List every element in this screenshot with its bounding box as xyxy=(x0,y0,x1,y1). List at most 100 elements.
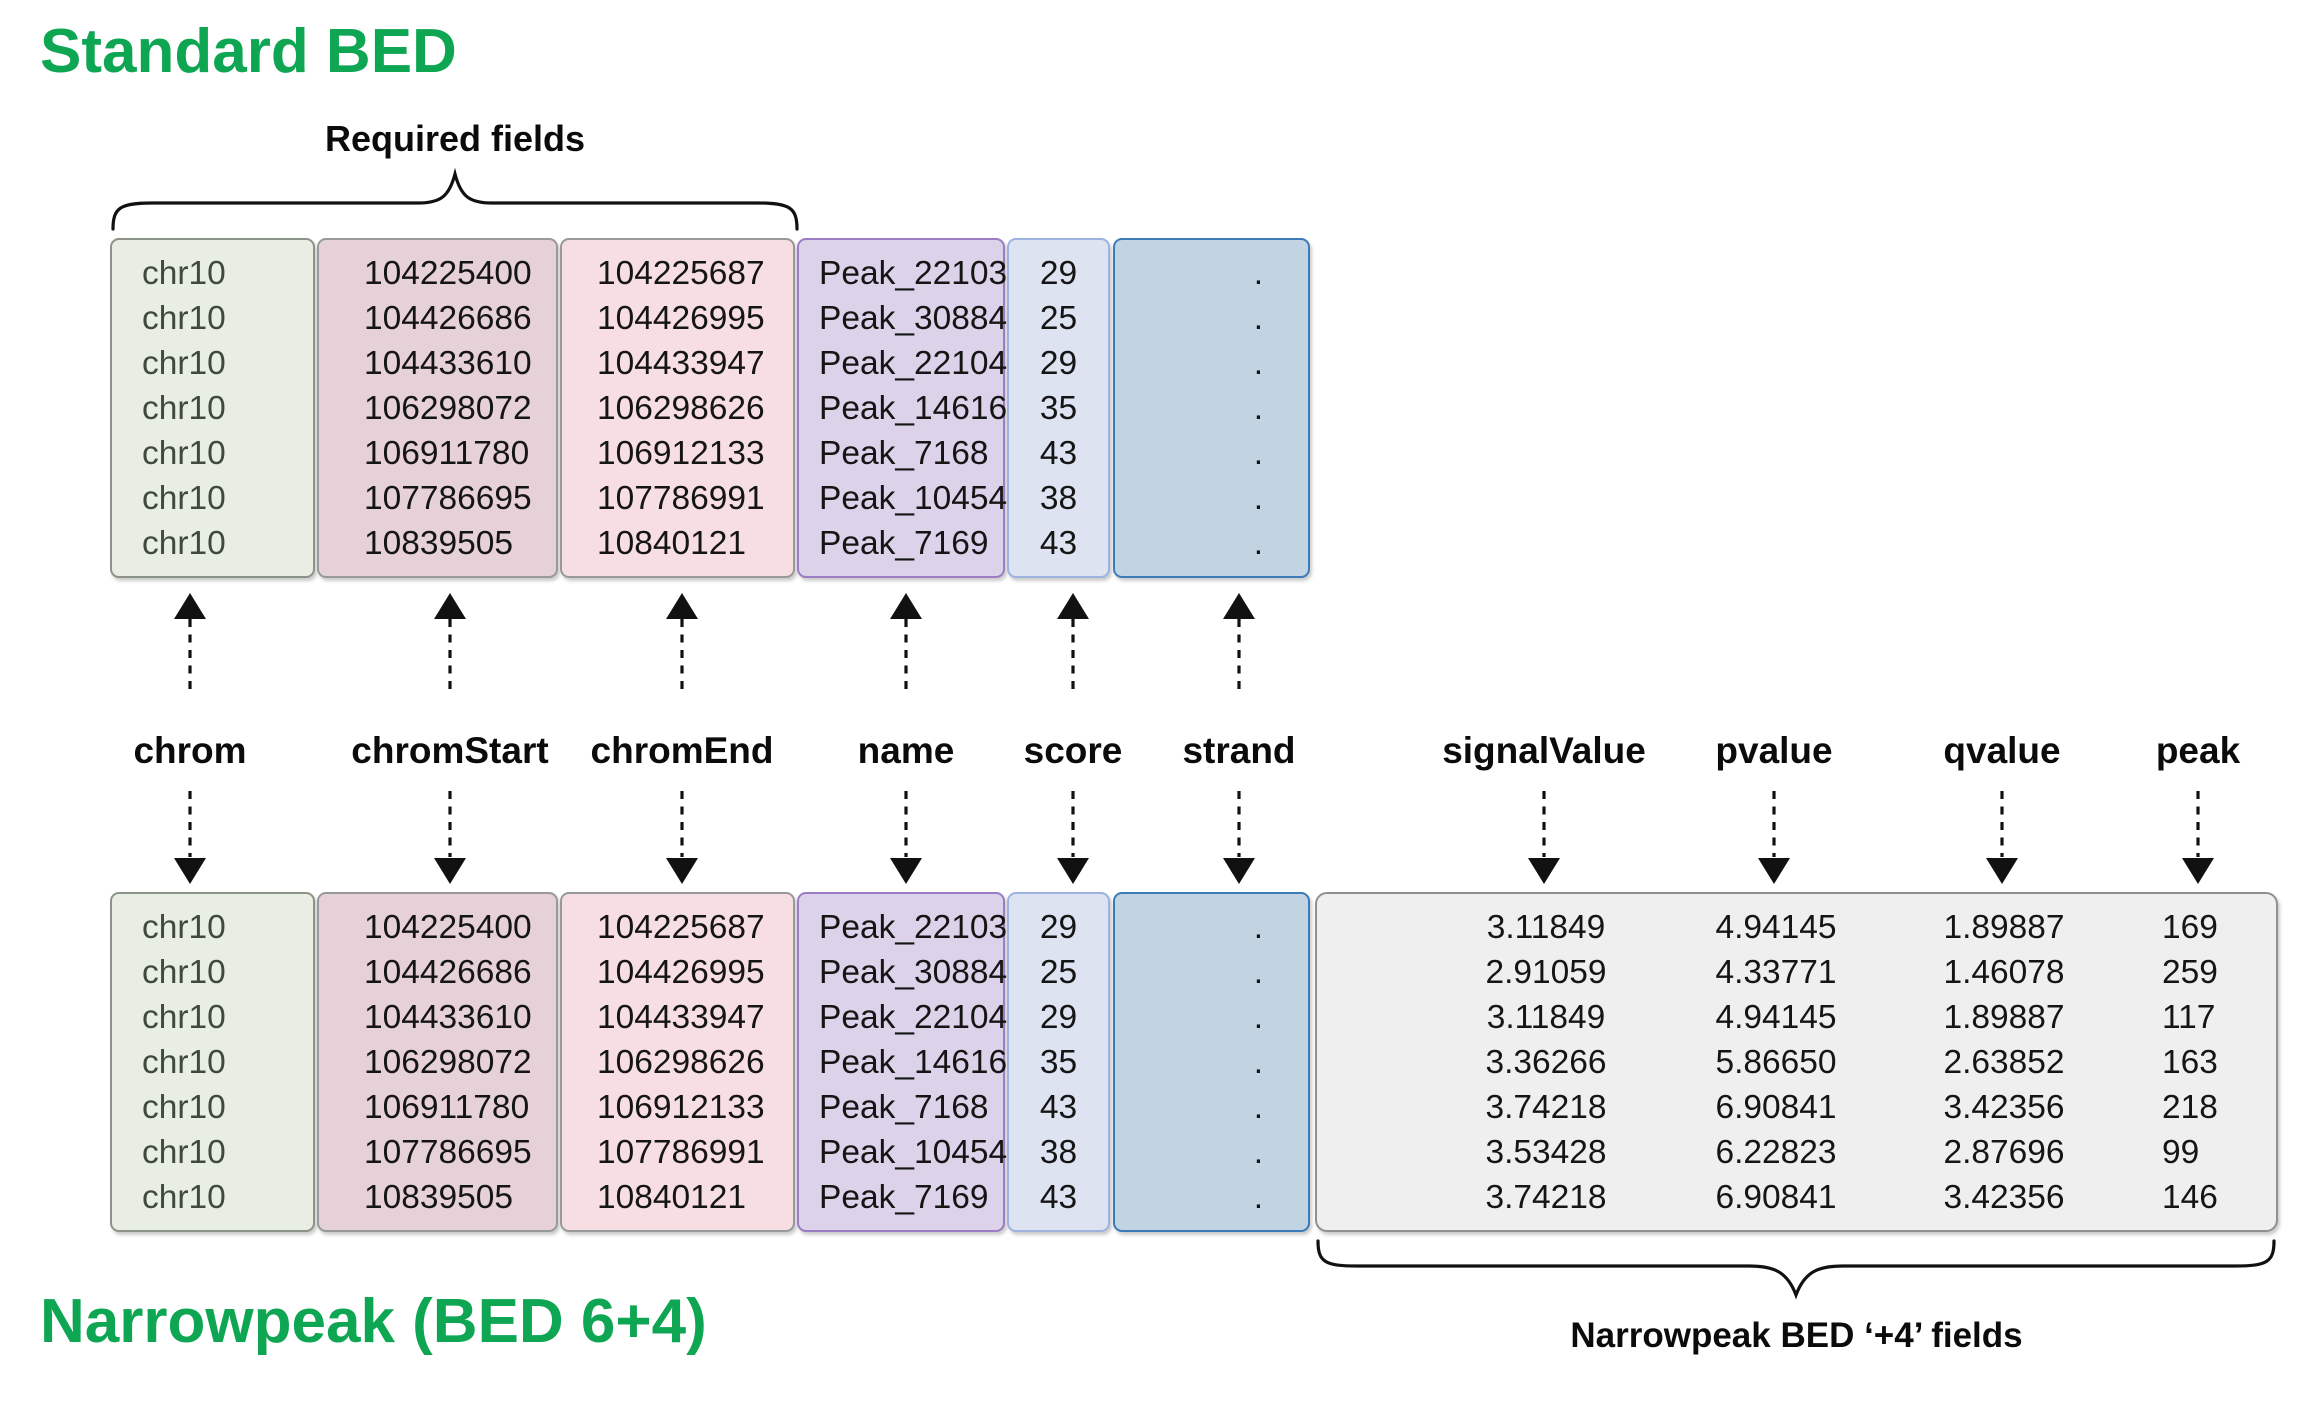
table-cell: Peak_7168 xyxy=(819,1089,989,1126)
table-cell: 29 xyxy=(1039,999,1078,1036)
table-cell: 106298626 xyxy=(597,1044,765,1081)
table-cell: 163 xyxy=(2162,1044,2218,1081)
table-cell: 1.89887 xyxy=(1943,909,2065,946)
connector-peak: peak xyxy=(2058,592,2304,890)
table-cell: Peak_14616 xyxy=(819,390,1008,427)
up-arrow-wrap xyxy=(432,592,468,699)
up-arrow-wrap xyxy=(172,592,208,699)
table-cell: Peak_22103 xyxy=(819,909,1008,946)
connector-score: score xyxy=(933,592,1213,890)
connector-chromEnd: chromEnd xyxy=(542,592,822,890)
up-arrow-icon xyxy=(174,593,206,692)
down-arrow-wrap xyxy=(1984,789,2020,890)
table-cell: 107786695 xyxy=(364,1134,532,1171)
plus4-fields-label: Narrowpeak BED ‘+4’ fields xyxy=(1570,1316,2023,1355)
standard-bed-title: Standard BED xyxy=(40,17,457,86)
connector-name: name xyxy=(766,592,1046,890)
table-cell: 1.46078 xyxy=(1943,954,2065,991)
table-cell: . xyxy=(1253,300,1263,337)
table-cell: . xyxy=(1253,909,1263,946)
up-arrow-icon xyxy=(434,593,466,692)
table-cell: Peak_30884 xyxy=(819,954,1008,991)
table-cell: Peak_30884 xyxy=(819,300,1008,337)
table-cell: 25 xyxy=(1039,300,1078,337)
down-arrow-icon xyxy=(434,791,466,884)
down-arrow-wrap xyxy=(1055,789,1091,890)
table-cell: . xyxy=(1253,1089,1263,1126)
field-label-pvalue: pvalue xyxy=(1715,730,1833,771)
table-cell: . xyxy=(1253,954,1263,991)
down-arrow-wrap xyxy=(172,789,208,890)
table-cell: chr10 xyxy=(142,1089,226,1126)
table-cell: 104225400 xyxy=(364,909,532,946)
column-strand-narrowpeak: ....... xyxy=(1113,892,1310,1232)
table-cell: 104426686 xyxy=(364,954,532,991)
table-cell: 106298626 xyxy=(597,390,765,427)
column-strand-standard: ....... xyxy=(1113,238,1310,578)
table-cell: chr10 xyxy=(142,345,226,382)
table-cell: 3.11849 xyxy=(1486,909,1606,946)
down-arrow-icon xyxy=(2182,791,2214,884)
table-cell: 35 xyxy=(1039,1044,1078,1081)
table-cell: 4.94145 xyxy=(1715,999,1837,1036)
table-cell: 1.89887 xyxy=(1943,999,2065,1036)
narrowpeak-title: Narrowpeak (BED 6+4) xyxy=(40,1287,707,1356)
table-cell: 99 xyxy=(2162,1134,2200,1171)
table-cell: 106298072 xyxy=(364,1044,532,1081)
connector-qvalue: qvalue xyxy=(1862,592,2142,890)
up-arrow-icon xyxy=(890,593,922,692)
table-cell: 3.42356 xyxy=(1943,1179,2065,1216)
table-cell: . xyxy=(1253,435,1263,472)
table-cell: 4.33771 xyxy=(1715,954,1837,991)
table-cell: Peak_10454 xyxy=(819,1134,1008,1171)
table-cell: 104426995 xyxy=(597,954,765,991)
table-cell: 3.42356 xyxy=(1943,1089,2065,1126)
table-cell: 10839505 xyxy=(364,525,514,562)
table-cell: 2.63852 xyxy=(1943,1044,2065,1081)
connector-chrom: chrom xyxy=(50,592,330,890)
table-cell: 104225687 xyxy=(597,255,765,292)
table-cell: 25 xyxy=(1039,954,1078,991)
table-cell: 2.91059 xyxy=(1485,954,1607,991)
connector-strand: strand xyxy=(1099,592,1379,890)
down-arrow-icon xyxy=(1528,791,1560,884)
field-label-name: name xyxy=(857,730,955,771)
table-cell: 104433610 xyxy=(364,345,532,382)
table-cell: 169 xyxy=(2162,909,2218,946)
required-fields-brace xyxy=(111,168,799,231)
field-label-chromEnd: chromEnd xyxy=(590,730,774,771)
table-cell: Peak_7169 xyxy=(819,525,989,562)
connector-signalValue: signalValue xyxy=(1404,592,1684,890)
table-cell: chr10 xyxy=(142,525,226,562)
down-arrow-icon xyxy=(174,791,206,884)
table-cell: . xyxy=(1253,345,1263,382)
table-cell: 6.90841 xyxy=(1715,1089,1837,1126)
connector-pvalue: pvalue xyxy=(1634,592,1914,890)
table-cell: 6.22823 xyxy=(1715,1134,1837,1171)
table-cell: . xyxy=(1253,255,1263,292)
table-cell: 3.74218 xyxy=(1485,1179,1607,1216)
field-label-chromStart: chromStart xyxy=(351,730,549,771)
table-cell: 104225687 xyxy=(597,909,765,946)
table-cell: 104433947 xyxy=(597,999,765,1036)
up-arrow-icon xyxy=(666,593,698,692)
up-arrow-wrap xyxy=(1055,592,1091,699)
table-cell: chr10 xyxy=(142,480,226,517)
table-cell: . xyxy=(1253,1044,1263,1081)
field-label-strand: strand xyxy=(1182,730,1296,771)
table-cell: 106912133 xyxy=(597,435,765,472)
table-cell: 29 xyxy=(1039,345,1078,382)
table-cell: 43 xyxy=(1039,1179,1078,1216)
down-arrow-wrap xyxy=(1221,789,1257,890)
up-arrow-wrap xyxy=(664,592,700,699)
table-cell: chr10 xyxy=(142,435,226,472)
